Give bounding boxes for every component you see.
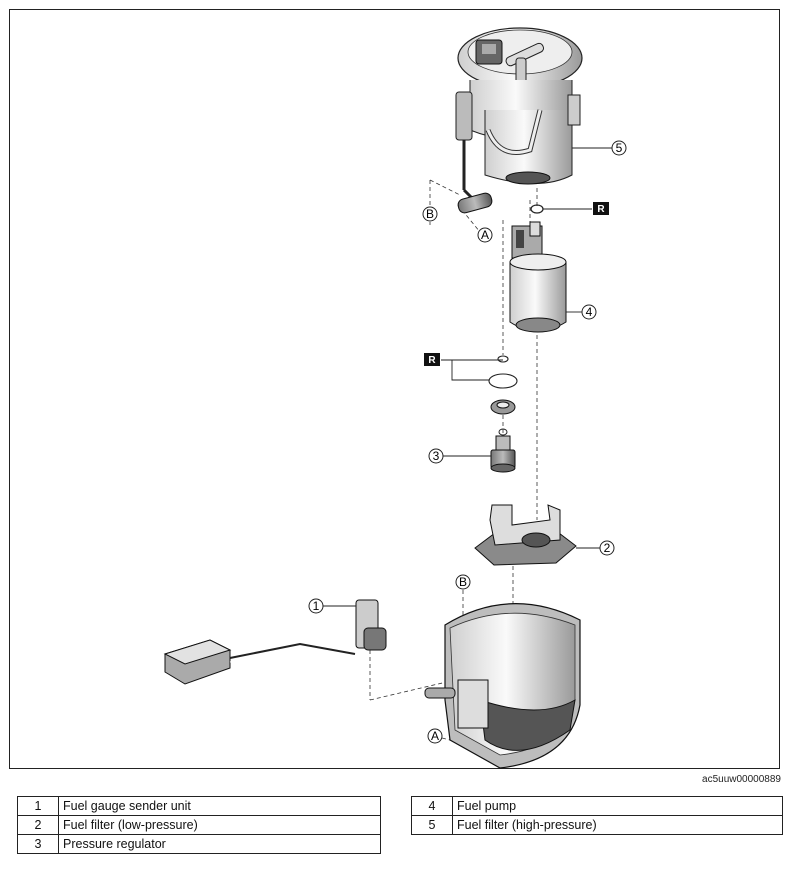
legend-row: 5 Fuel filter (high-pressure) xyxy=(411,815,783,835)
svg-text:B: B xyxy=(426,207,434,221)
legend-label: Pressure regulator xyxy=(58,834,381,854)
diagram-frame xyxy=(9,9,780,769)
reference-code: ac5uuw00000889 xyxy=(702,774,781,785)
callouts xyxy=(323,147,612,607)
legend-label: Fuel pump xyxy=(452,796,783,816)
pressure-regulator-seals xyxy=(488,355,518,415)
fuel-filter-high-pressure-assembly xyxy=(455,27,583,214)
legend-row: 4 Fuel pump xyxy=(411,796,783,816)
svg-text:R: R xyxy=(428,355,436,366)
svg-text:2: 2 xyxy=(604,541,611,555)
svg-text:B: B xyxy=(459,575,467,589)
svg-text:3: 3 xyxy=(433,449,440,463)
reference-label-b-bottom: B xyxy=(455,574,471,590)
callout-2: 2 xyxy=(599,540,615,556)
callout-5: 5 xyxy=(611,140,627,156)
reference-label-a-top: A xyxy=(477,227,493,243)
svg-text:R: R xyxy=(597,204,605,215)
callout-3: 3 xyxy=(428,448,444,464)
o-ring-upper xyxy=(530,204,544,214)
pressure-regulator xyxy=(490,428,516,473)
legend-label: Fuel gauge sender unit xyxy=(58,796,381,816)
fuel-gauge-sender-unit xyxy=(163,599,387,685)
callout-1: 1 xyxy=(308,598,324,614)
legend-label: Fuel filter (high-pressure) xyxy=(452,815,783,835)
legend-label: Fuel filter (low-pressure) xyxy=(58,815,381,835)
fuel-filter-low-pressure xyxy=(474,504,577,566)
legend-number: 1 xyxy=(17,796,59,816)
exploded-view-diagram: 5 4 3 2 1 B A B A R R xyxy=(163,27,627,769)
svg-text:4: 4 xyxy=(586,305,593,319)
legend-table-left: 1 Fuel gauge sender unit 2 Fuel filter (… xyxy=(17,796,381,854)
svg-text:A: A xyxy=(481,228,489,242)
svg-text:5: 5 xyxy=(616,141,623,155)
svg-text:A: A xyxy=(431,729,439,743)
legend-number: 5 xyxy=(411,815,453,835)
svg-text:1: 1 xyxy=(313,599,320,613)
reference-label-a-bottom: A xyxy=(427,728,443,744)
legend-row: 3 Pressure regulator xyxy=(17,834,381,854)
callout-4: 4 xyxy=(581,304,597,320)
legend-number: 4 xyxy=(411,796,453,816)
reference-label-b-top: B xyxy=(422,206,438,222)
legend-row: 1 Fuel gauge sender unit xyxy=(17,796,381,816)
legend-row: 2 Fuel filter (low-pressure) xyxy=(17,815,381,835)
fuel-pump xyxy=(509,221,567,333)
legend-table-right: 4 Fuel pump 5 Fuel filter (high-pressure… xyxy=(411,796,783,835)
legend-number: 2 xyxy=(17,815,59,835)
legend-number: 3 xyxy=(17,834,59,854)
replace-marker-upper: R xyxy=(593,202,609,215)
fuel-reservoir-cup xyxy=(424,603,581,769)
replace-marker-lower: R xyxy=(424,353,440,366)
